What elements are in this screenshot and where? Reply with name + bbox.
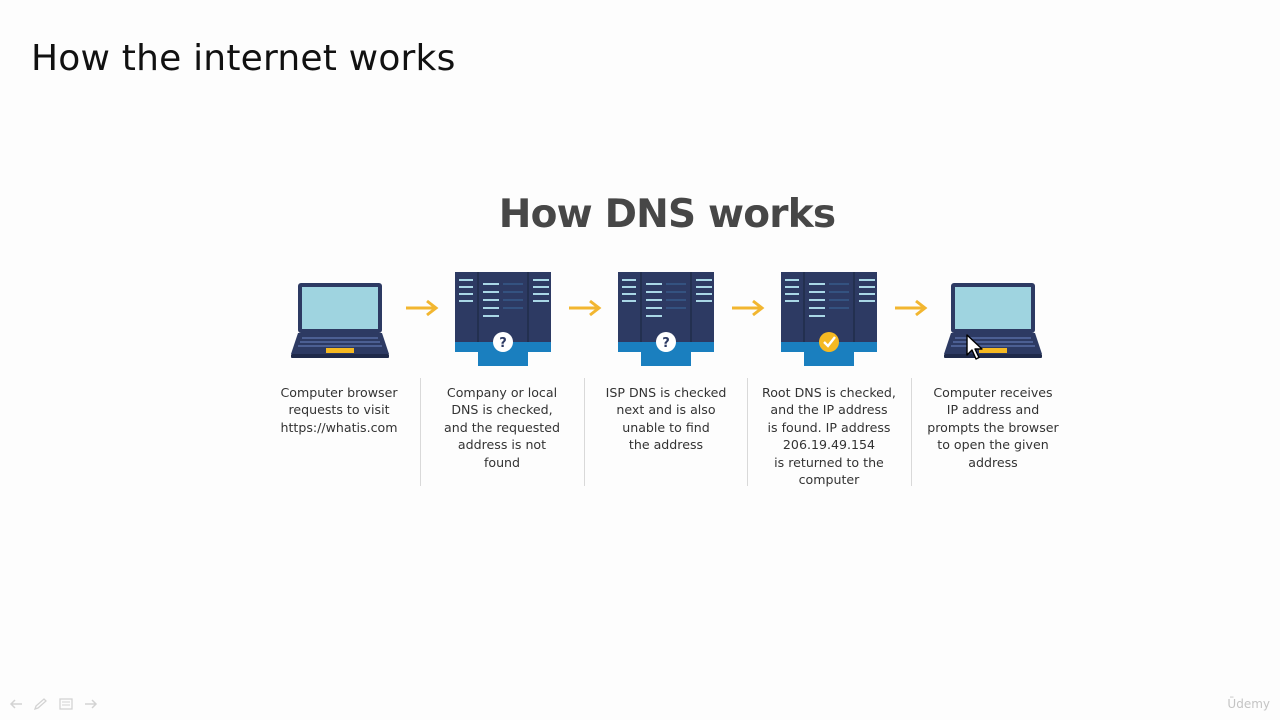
step-caption-4: Root DNS is checked, and the IP address …	[762, 385, 896, 488]
laptop-icon	[944, 283, 1042, 358]
slide-playback-controls	[8, 698, 99, 710]
pen-tool-icon[interactable]	[33, 698, 49, 710]
previous-slide-icon[interactable]	[8, 698, 24, 710]
step-caption-1: Computer browser requests to visit https…	[280, 385, 398, 435]
udemy-watermark: Ūdemy	[1227, 697, 1270, 711]
server-check-icon	[781, 272, 877, 366]
slide-title: How the internet works	[31, 38, 456, 79]
svg-text:?: ?	[499, 336, 507, 351]
step-caption-5: Computer receives IP address and prompts…	[927, 385, 1059, 470]
step-caption-3: ISP DNS is checked next and is also unab…	[605, 385, 727, 453]
arrow-right-icon	[732, 299, 765, 317]
server-question-icon: ?	[618, 272, 714, 366]
next-slide-icon[interactable]	[83, 698, 99, 710]
step-divider	[747, 378, 748, 486]
laptop-icon	[291, 283, 389, 358]
server-question-icon: ?	[455, 272, 551, 366]
arrow-right-icon	[569, 299, 602, 317]
step-divider	[584, 378, 585, 486]
svg-text:?: ?	[662, 336, 670, 351]
step-divider	[911, 378, 912, 486]
step-divider	[420, 378, 421, 486]
arrow-right-icon	[406, 299, 439, 317]
mouse-cursor-icon	[966, 334, 983, 360]
diagram-title: How DNS works	[498, 192, 836, 237]
arrow-right-icon	[895, 299, 928, 317]
slide-menu-icon[interactable]	[58, 698, 74, 710]
step-caption-2: Company or local DNS is checked, and the…	[444, 385, 560, 470]
